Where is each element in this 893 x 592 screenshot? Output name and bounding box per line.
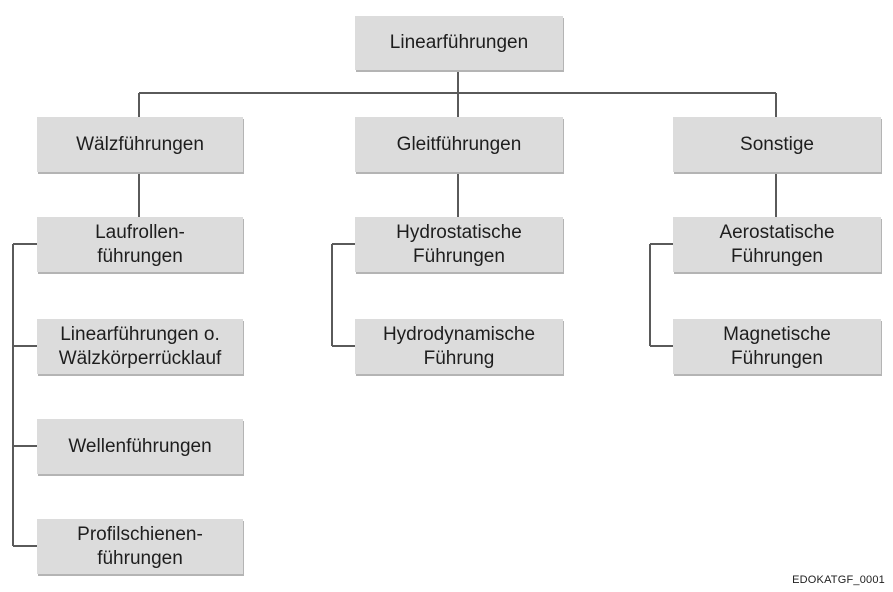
node-label: Profilschienen- führungen xyxy=(77,523,203,569)
root-label: Linearführungen xyxy=(389,32,529,53)
node-linearfuehrungen-ohne-rueckl: Linearführungen o. Wälzkörperrücklauf xyxy=(37,319,243,374)
category-label: Gleitführungen xyxy=(396,133,522,155)
node-label: Wellenführungen xyxy=(68,435,212,457)
node-label: Hydrostatische Führungen xyxy=(396,221,522,267)
node-laufrollenfuehrungen: Laufrollen- führungen xyxy=(37,217,243,272)
category-waelzfuehrungen: Wälzführungen xyxy=(37,117,243,172)
node-label: Laufrollen- führungen xyxy=(95,221,185,267)
node-label: Aerostatische Führungen xyxy=(719,221,835,267)
category-label: Wälzführungen xyxy=(76,133,204,155)
figure-code: EDOKATGF_0001 xyxy=(792,574,885,586)
root-node: Linearführungen xyxy=(355,16,563,70)
node-label: Magnetische Führungen xyxy=(723,323,831,369)
category-label: Sonstige xyxy=(740,133,814,155)
node-hydrodynamische-fuehrung: Hydrodynamische Führung xyxy=(355,319,563,374)
node-aerostatische-fuehrungen: Aerostatische Führungen xyxy=(673,217,881,272)
node-wellenfuehrungen: Wellenführungen xyxy=(37,419,243,474)
node-label: Linearführungen o. Wälzkörperrücklauf xyxy=(58,323,222,369)
category-gleitfuehrungen: Gleitführungen xyxy=(355,117,563,172)
node-label: Hydrodynamische Führung xyxy=(382,323,536,369)
node-hydrostatische-fuehrungen: Hydrostatische Führungen xyxy=(355,217,563,272)
node-magnetische-fuehrungen: Magnetische Führungen xyxy=(673,319,881,374)
node-profilschienenfuehrungen: Profilschienen- führungen xyxy=(37,519,243,574)
category-sonstige: Sonstige xyxy=(673,117,881,172)
